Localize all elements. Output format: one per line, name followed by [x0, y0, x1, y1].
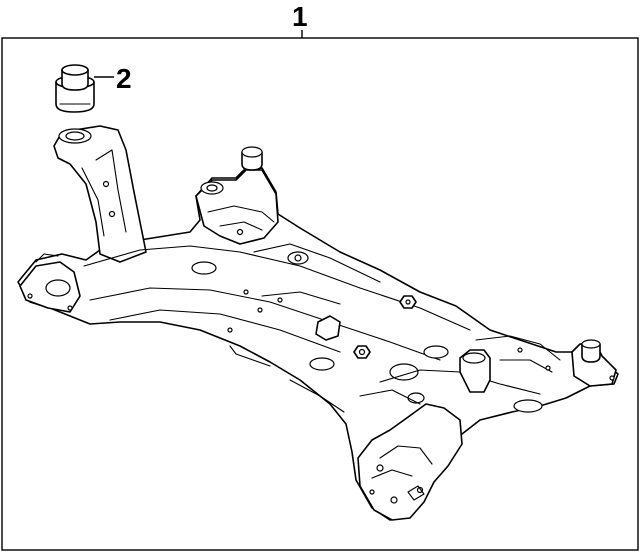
bushing-part: [55, 64, 95, 113]
callout-2-label: 2: [116, 63, 132, 94]
diagram-frame: [1, 37, 639, 551]
crossmember-part: [17, 125, 619, 521]
callout-1-label: 1: [292, 1, 308, 32]
